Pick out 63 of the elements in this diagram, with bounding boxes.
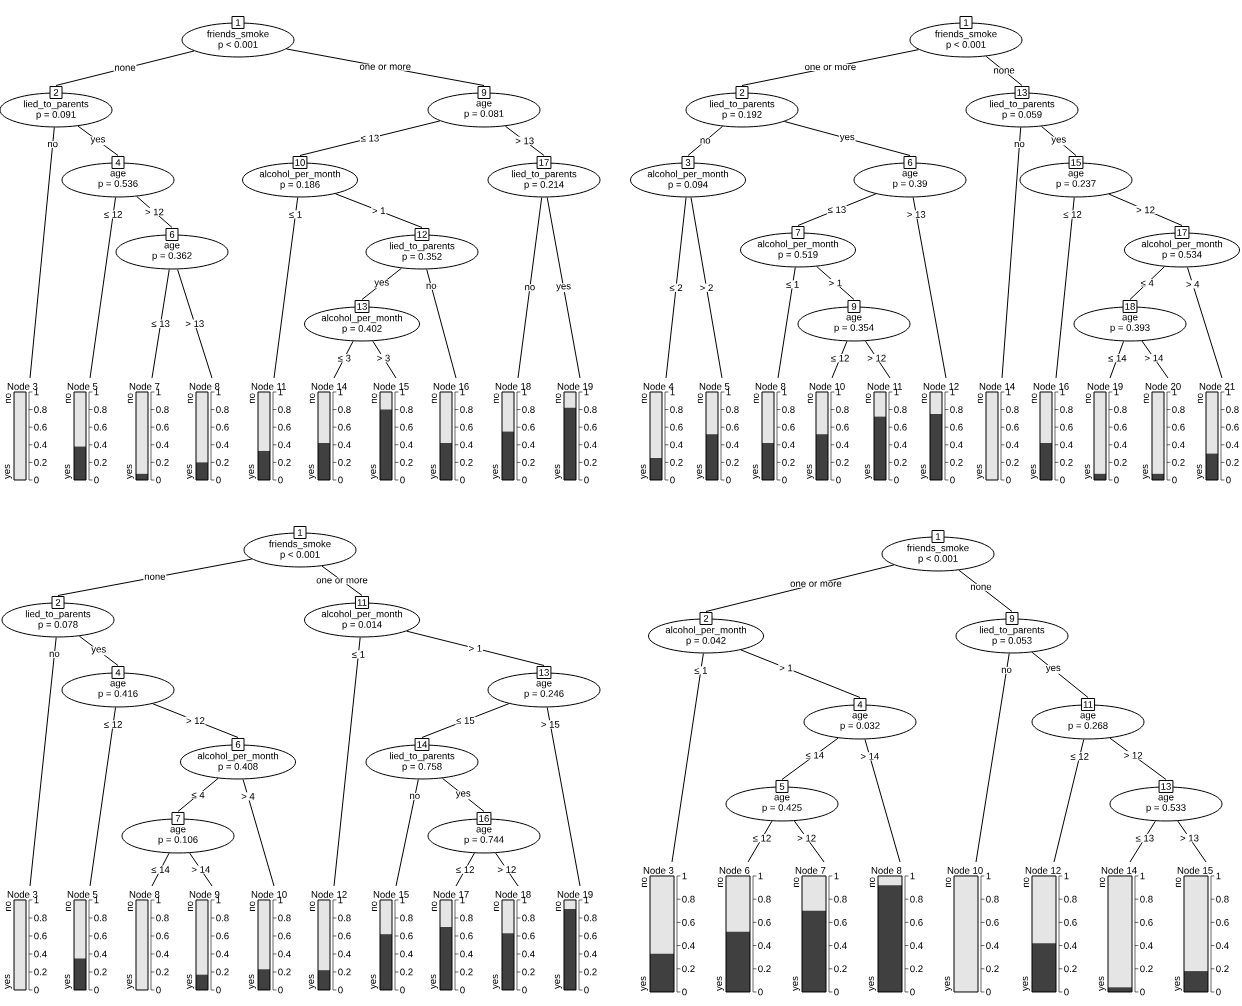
branch-line bbox=[747, 820, 773, 863]
branch-line bbox=[152, 703, 239, 738]
branch-line bbox=[333, 340, 354, 379]
branch-line bbox=[504, 125, 545, 156]
branch-line bbox=[273, 196, 299, 379]
branch-line bbox=[912, 196, 947, 379]
branch-line bbox=[546, 196, 581, 379]
branch-line bbox=[985, 55, 1023, 86]
branch-line bbox=[151, 268, 170, 379]
branch-line bbox=[455, 852, 475, 887]
branch-line bbox=[1055, 197, 1075, 379]
branch-line bbox=[864, 340, 891, 379]
branch-line bbox=[546, 706, 581, 887]
branch-line bbox=[1108, 193, 1183, 226]
branch-line bbox=[517, 196, 543, 379]
branch-line bbox=[136, 196, 173, 228]
branch-line bbox=[372, 340, 397, 379]
branch-line bbox=[89, 706, 116, 887]
branch-line bbox=[665, 197, 687, 379]
branch-line bbox=[687, 125, 723, 156]
branch-line bbox=[864, 738, 901, 863]
branch-line bbox=[395, 778, 419, 887]
branch-line bbox=[740, 649, 861, 698]
branch-line bbox=[1109, 737, 1167, 780]
branch-line bbox=[777, 266, 796, 379]
branch-line bbox=[1186, 266, 1223, 379]
branch-line bbox=[89, 196, 117, 379]
branch-line bbox=[29, 637, 57, 887]
branch-line bbox=[242, 778, 275, 887]
branch-line bbox=[55, 50, 195, 86]
branch-line bbox=[177, 268, 213, 379]
branch-line bbox=[1109, 340, 1125, 379]
branch-line bbox=[975, 652, 1010, 863]
branch-line bbox=[784, 121, 911, 156]
branch-line bbox=[690, 196, 723, 379]
branch-line bbox=[1129, 820, 1156, 863]
branch-line bbox=[958, 569, 1013, 612]
branch-line bbox=[177, 777, 219, 812]
branch-line bbox=[1129, 266, 1165, 300]
branch-line bbox=[57, 558, 253, 596]
branch-line bbox=[29, 127, 55, 379]
branch-line bbox=[333, 637, 361, 887]
branch-line bbox=[421, 703, 510, 738]
branch-line bbox=[1177, 820, 1207, 863]
branch-line bbox=[781, 737, 839, 780]
branch-line bbox=[406, 630, 545, 666]
branch-line bbox=[1031, 651, 1089, 698]
branch-line bbox=[816, 266, 855, 300]
branch-line bbox=[1053, 738, 1085, 863]
branch-line bbox=[793, 820, 825, 863]
branch-line bbox=[797, 193, 877, 226]
branch-line bbox=[1041, 125, 1077, 156]
branch-line bbox=[426, 268, 457, 379]
branch-line bbox=[151, 852, 170, 887]
branch-line bbox=[441, 777, 485, 812]
branch-line bbox=[831, 340, 848, 379]
branch-line bbox=[299, 120, 441, 156]
branch-line bbox=[1001, 127, 1022, 379]
branch-line bbox=[671, 652, 704, 863]
branch-line bbox=[189, 852, 213, 887]
branch-line bbox=[495, 852, 519, 887]
branch-line bbox=[335, 193, 423, 228]
branch-line bbox=[1141, 340, 1169, 379]
